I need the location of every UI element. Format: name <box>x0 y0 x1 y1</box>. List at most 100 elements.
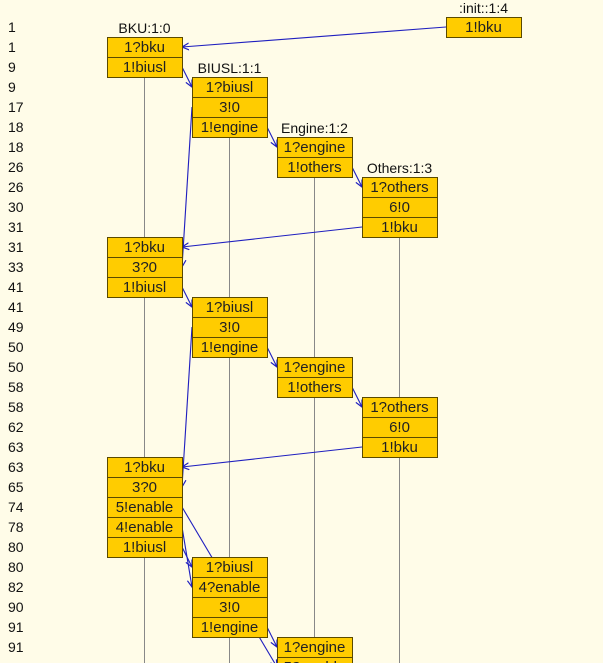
process-label: BIUSL:1:1 <box>198 60 262 76</box>
row-label: 18 <box>8 139 24 155</box>
event-box: 1!others <box>277 157 353 178</box>
event-box: 1!engine <box>192 617 268 638</box>
row-label: 30 <box>8 199 24 215</box>
event-label: 1?bku <box>124 459 165 476</box>
row-label: 82 <box>8 579 24 595</box>
row-label: 1 <box>8 39 16 55</box>
process-label: BKU:1:0 <box>118 20 170 36</box>
message-arrow <box>182 226 363 247</box>
event-box: 6!0 <box>362 417 438 438</box>
row-label: 49 <box>8 319 24 335</box>
message-arrow <box>181 526 192 587</box>
row-label: 18 <box>8 119 24 135</box>
row-label: 31 <box>8 239 24 255</box>
row-label: 58 <box>8 399 24 415</box>
row-label: 62 <box>8 419 24 435</box>
message-arrow <box>351 166 362 187</box>
event-box: 3!0 <box>192 97 268 118</box>
row-label: 63 <box>8 459 24 475</box>
event-label: 1!biusl <box>123 539 166 556</box>
event-box: 6!0 <box>362 197 438 218</box>
event-box: 1?engine <box>277 357 353 378</box>
event-box: 1?biusl <box>192 557 268 578</box>
event-label: 5?enable <box>284 659 346 663</box>
row-label: 33 <box>8 259 24 275</box>
event-label: 1?biusl <box>206 299 254 316</box>
event-box: 4!enable <box>107 517 183 538</box>
event-label: 1!biusl <box>123 279 166 296</box>
message-arrow <box>182 106 193 267</box>
event-label: 1!engine <box>201 619 259 636</box>
event-box: 1!engine <box>192 117 268 138</box>
row-label: 9 <box>8 79 16 95</box>
row-label: 1 <box>8 19 16 35</box>
event-label: 1?others <box>370 179 428 196</box>
event-box: 1?others <box>362 177 438 198</box>
message-arrows <box>181 26 447 663</box>
row-label: 80 <box>8 539 24 555</box>
event-label: 1!bku <box>381 219 418 236</box>
row-label: 26 <box>8 179 24 195</box>
event-box: 3?0 <box>107 257 183 278</box>
event-label: 1!engine <box>201 119 259 136</box>
event-label: 1?engine <box>284 639 346 656</box>
event-box: 5?enable <box>277 657 353 663</box>
event-box: 1!biusl <box>107 57 183 78</box>
event-label: 1!engine <box>201 339 259 356</box>
event-label: 1?bku <box>124 39 165 56</box>
event-label: 1?biusl <box>206 79 254 96</box>
event-label: 1!bku <box>381 439 418 456</box>
event-label: 3!0 <box>219 599 240 616</box>
event-label: 5!enable <box>116 499 174 516</box>
event-box: 1?biusl <box>192 77 268 98</box>
event-box: 1?biusl <box>192 297 268 318</box>
row-label: 50 <box>8 359 24 375</box>
event-box: 3!0 <box>192 317 268 338</box>
message-arrow <box>182 446 363 467</box>
row-label: 74 <box>8 499 24 515</box>
event-label: 1?engine <box>284 359 346 376</box>
event-label: 1?others <box>370 399 428 416</box>
event-label: 1?biusl <box>206 559 254 576</box>
event-box: 1!bku <box>446 17 522 38</box>
event-label: 1!bku <box>465 19 502 36</box>
message-arrow <box>181 66 192 87</box>
row-label: 78 <box>8 519 24 535</box>
event-box: 1!bku <box>362 437 438 458</box>
event-label: 3?0 <box>132 259 157 276</box>
row-label: 31 <box>8 219 24 235</box>
message-arrow <box>266 126 277 147</box>
row-label: 41 <box>8 279 24 295</box>
process-label: Engine:1:2 <box>281 120 348 136</box>
event-box: 1!engine <box>192 337 268 358</box>
event-box: 1?others <box>362 397 438 418</box>
row-label: 65 <box>8 479 24 495</box>
event-box: 1!bku <box>362 217 438 238</box>
event-label: 6!0 <box>389 199 410 216</box>
row-labels: 1199171818262630313133414149505058586263… <box>8 19 24 655</box>
message-arrow <box>182 26 447 47</box>
event-box: 1!biusl <box>107 277 183 298</box>
event-boxes: 1!bku1?bku1!biusl1?biusl3!01!engine1?eng… <box>107 17 522 663</box>
row-label: 63 <box>8 439 24 455</box>
row-label: 91 <box>8 619 24 635</box>
row-label: 91 <box>8 639 24 655</box>
event-label: 1!biusl <box>123 59 166 76</box>
event-label: 1?engine <box>284 139 346 156</box>
row-label: 41 <box>8 299 24 315</box>
row-label: 9 <box>8 59 16 75</box>
event-label: 4?enable <box>199 579 261 596</box>
event-box: 1?engine <box>277 637 353 658</box>
event-box: 1?bku <box>107 37 183 58</box>
process-label: :init::1:4 <box>459 0 508 16</box>
event-label: 1?bku <box>124 239 165 256</box>
event-label: 6!0 <box>389 419 410 436</box>
event-box: 1?engine <box>277 137 353 158</box>
message-arrow <box>181 286 192 307</box>
event-box: 3?0 <box>107 477 183 498</box>
event-box: 1!biusl <box>107 537 183 558</box>
event-label: 1!others <box>287 159 341 176</box>
row-label: 50 <box>8 339 24 355</box>
lifelines <box>144 37 400 663</box>
